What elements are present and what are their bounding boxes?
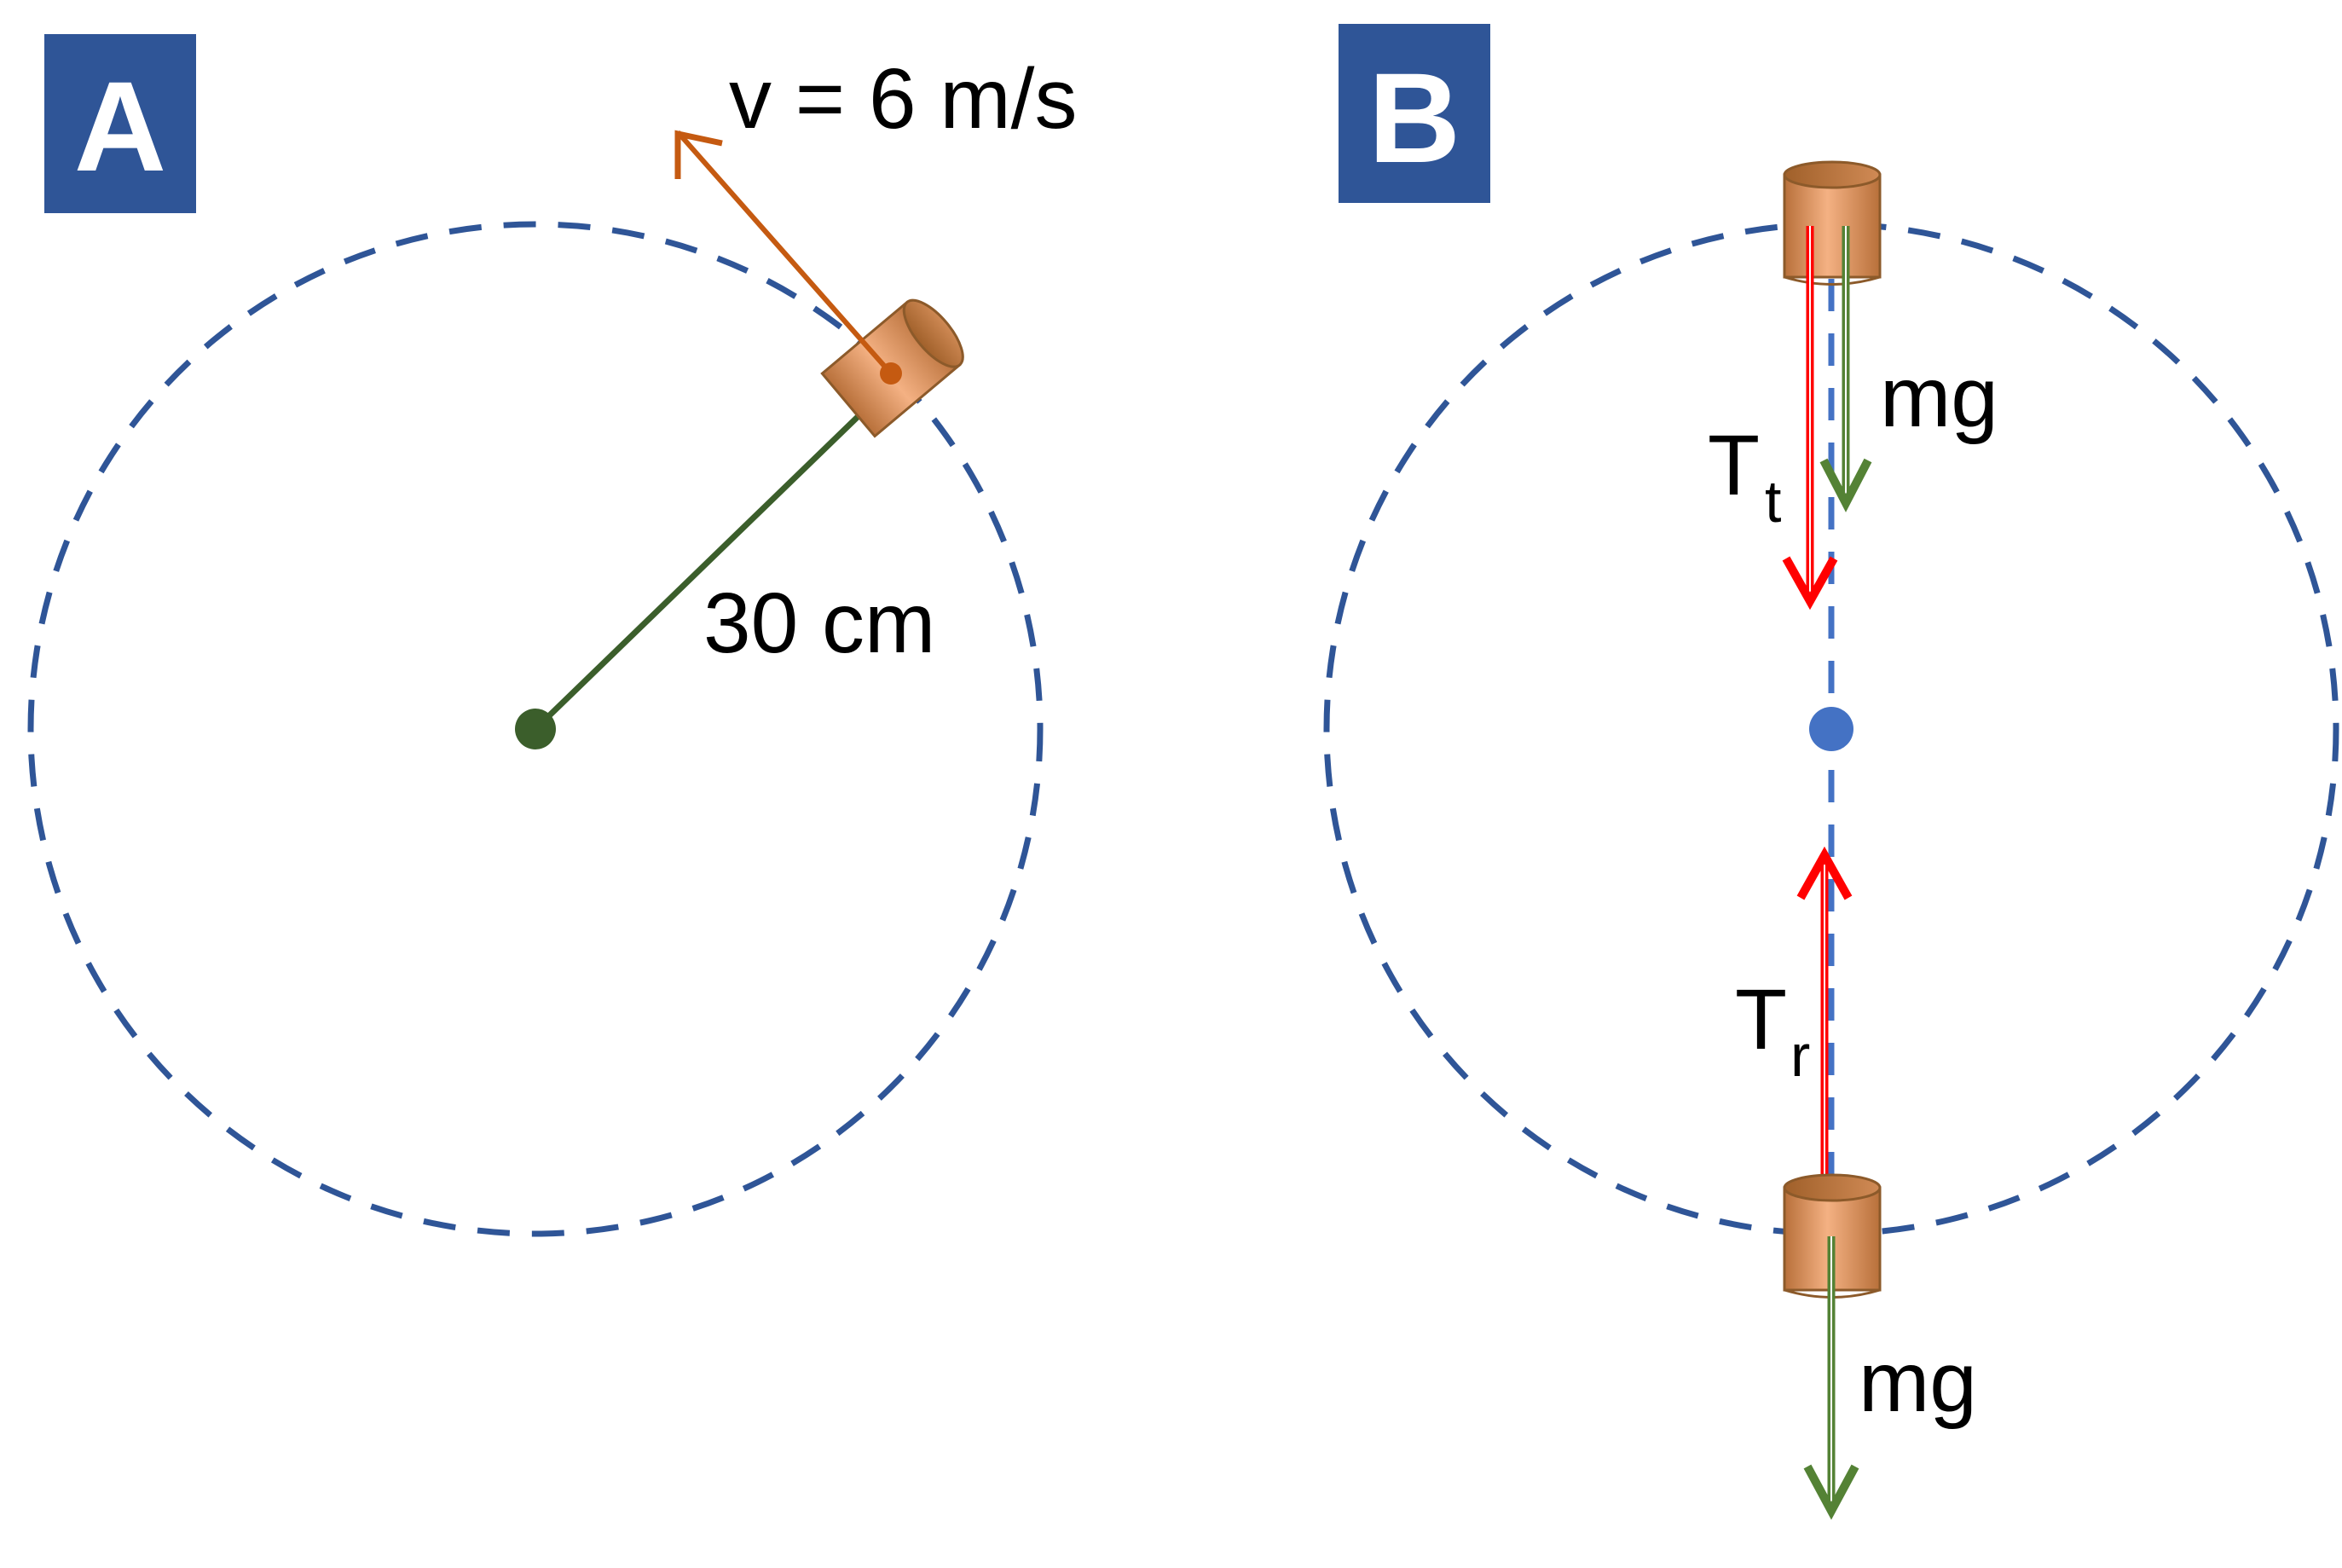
center-point bbox=[1809, 707, 1853, 751]
bottom-weight-arrowhead bbox=[1803, 1464, 1859, 1520]
velocity-arrow-head bbox=[674, 130, 723, 179]
bob-center-dot bbox=[880, 362, 902, 385]
panel-b-badge bbox=[1339, 24, 1490, 203]
pivot-point bbox=[515, 709, 556, 749]
panel-a-badge bbox=[44, 34, 196, 213]
panel-a: A v = 6 m/s 30 cm bbox=[27, 34, 1077, 1237]
top-bob bbox=[1783, 160, 1882, 286]
velocity-arrow bbox=[675, 130, 893, 375]
bottom-tension-main: T bbox=[1735, 972, 1787, 1068]
top-tension-main: T bbox=[1708, 418, 1760, 513]
velocity-label: v = 6 m/s bbox=[729, 51, 1077, 147]
string-line bbox=[533, 411, 864, 732]
top-tension-arrowhead bbox=[1782, 556, 1838, 610]
bottom-tension-arrowhead bbox=[1796, 846, 1853, 900]
top-weight-arrowhead bbox=[1819, 458, 1872, 512]
top-weight-label: mg bbox=[1880, 350, 1998, 445]
orbit-path bbox=[27, 221, 1044, 1237]
bottom-weight-label: mg bbox=[1859, 1334, 1977, 1430]
panel-b-badge-label: B bbox=[1368, 46, 1460, 189]
radius-label: 30 cm bbox=[703, 576, 935, 671]
bottom-tension-subscript: r bbox=[1790, 1022, 1810, 1089]
panel-a-badge-label: A bbox=[74, 55, 166, 198]
bottom-tension-label: T bbox=[1735, 972, 1787, 1068]
panel-b: B mg T t bbox=[1323, 24, 2339, 1520]
top-tension-subscript: t bbox=[1765, 468, 1781, 535]
top-tension-label: T bbox=[1708, 418, 1760, 513]
